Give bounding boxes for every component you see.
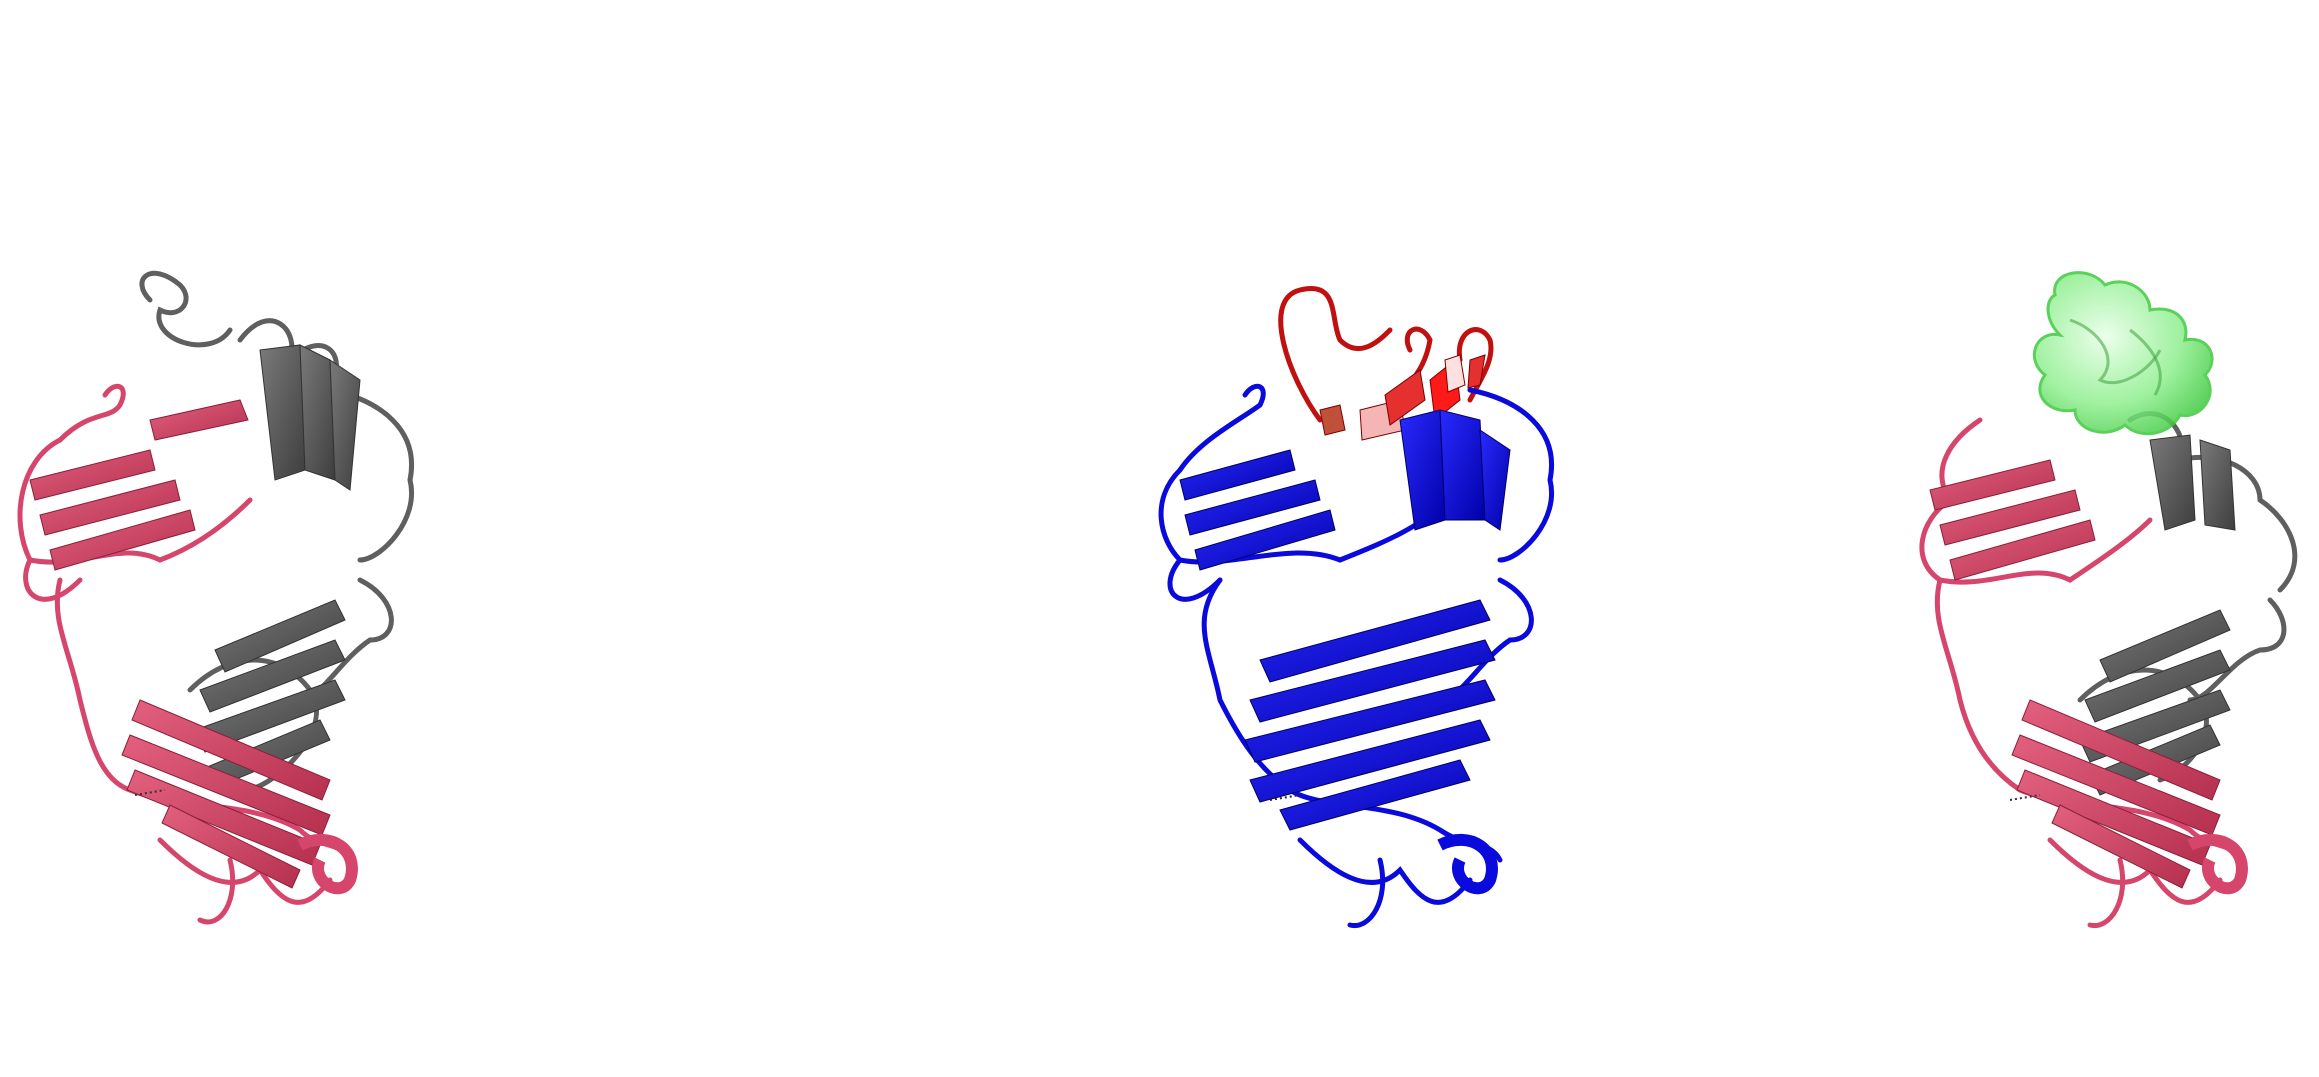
missing-residues-dotted-line [2009, 794, 2041, 801]
base-chain-helix [1437, 834, 1498, 895]
ribbon-illustration-left [17, 270, 415, 925]
hotspot-strands [1319, 354, 1486, 441]
protein-structure-middle [1140, 0, 1600, 1077]
protein-structure-left [0, 0, 460, 1077]
light-chain-helix [297, 834, 358, 895]
light-chain-helix [2187, 834, 2248, 895]
missing-residues-dotted-line [134, 789, 166, 796]
light-chain-strands [29, 399, 331, 889]
antigen-surface [2032, 271, 2214, 436]
ribbon-illustration-right [1919, 271, 2298, 928]
ribbon-illustration-middle [1158, 285, 1555, 928]
base-chain-strands [1179, 409, 1511, 831]
protein-structure-right [1900, 0, 2319, 1077]
missing-residues-dotted-line [1269, 794, 1301, 801]
